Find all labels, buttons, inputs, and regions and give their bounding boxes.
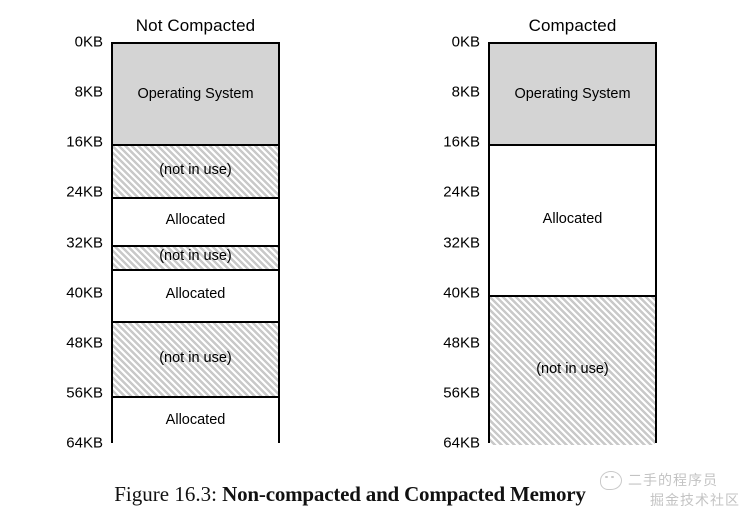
memory-segment-free: (not in use)	[490, 294, 655, 445]
memory-column-not-compacted: Operating System (not in use) Allocated (no…	[111, 42, 280, 445]
figure-caption: Figure 16.3: Non-compacted and Compacted…	[0, 481, 700, 507]
axis-not-compacted: 0KB 8KB 16KB 24KB 32KB 40KB 48KB 56KB 64KB	[0, 34, 103, 452]
panel-title-not-compacted: Not Compacted	[135, 16, 256, 35]
axis-tick-label: 16KB	[66, 133, 103, 151]
memory-segment-label: Allocated	[165, 286, 226, 303]
axis-tick-label: 24KB	[443, 183, 480, 201]
axis-tick-label: 40KB	[66, 284, 103, 302]
panel-title-compacted: Compacted	[528, 16, 617, 35]
memory-segment-free: (not in use)	[113, 244, 278, 269]
memory-segment-os: Operating System	[113, 44, 278, 145]
axis-tick-label: 48KB	[443, 334, 480, 352]
memory-segment-label: Allocated	[542, 210, 603, 227]
memory-segment-free: (not in use)	[113, 320, 278, 397]
memory-segment-label: Operating System	[137, 85, 254, 102]
axis-tick-label: 56KB	[443, 384, 480, 402]
axis-tick-label: 0KB	[74, 33, 103, 51]
memory-segment-allocated: Allocated	[113, 396, 278, 445]
panel-compacted: Compacted 0KB 8KB 16KB 24KB 32KB 40KB 48KB 56KB…	[377, 0, 749, 470]
axis-tick-label: 32KB	[443, 234, 480, 251]
axis-tick-label: 48KB	[66, 334, 103, 352]
memory-segment-label: (not in use)	[159, 248, 232, 265]
axis-tick-label: 56KB	[66, 384, 103, 402]
axis-tick-label: 24KB	[66, 183, 103, 201]
axis-tick-label: 32KB	[66, 234, 103, 251]
figure-caption-title: Non-compacted and Compacted Memory	[222, 482, 586, 506]
memory-segment-allocated: Allocated	[113, 268, 278, 321]
memory-segment-label: Allocated	[165, 212, 226, 229]
memory-segment-allocated: Allocated	[490, 144, 655, 295]
memory-segment-label: Operating System	[514, 85, 631, 102]
axis-compacted: 0KB 8KB 16KB 24KB 32KB 40KB 48KB 56KB 64KB	[377, 34, 480, 452]
memory-segment-label: (not in use)	[159, 350, 232, 367]
memory-segment-allocated: Allocated	[113, 196, 278, 245]
panel-not-compacted: Not Compacted 0KB 8KB 16KB 24KB 32KB 40KB 48KB…	[0, 0, 380, 470]
memory-segment-label: (not in use)	[536, 361, 609, 378]
axis-tick-label: 16KB	[443, 133, 480, 151]
memory-segment-free: (not in use)	[113, 144, 278, 197]
figure-caption-number: Figure 16.3:	[114, 482, 217, 506]
memory-segment-os: Operating System	[490, 44, 655, 145]
axis-tick-label: 64KB	[66, 434, 103, 452]
axis-tick-label: 8KB	[451, 83, 480, 101]
memory-segment-label: Allocated	[165, 412, 226, 429]
axis-tick-label: 40KB	[443, 284, 480, 302]
axis-tick-label: 8KB	[74, 83, 103, 101]
memory-segment-label: (not in use)	[159, 162, 232, 179]
axis-tick-label: 0KB	[451, 33, 480, 51]
axis-tick-label: 64KB	[443, 434, 480, 452]
